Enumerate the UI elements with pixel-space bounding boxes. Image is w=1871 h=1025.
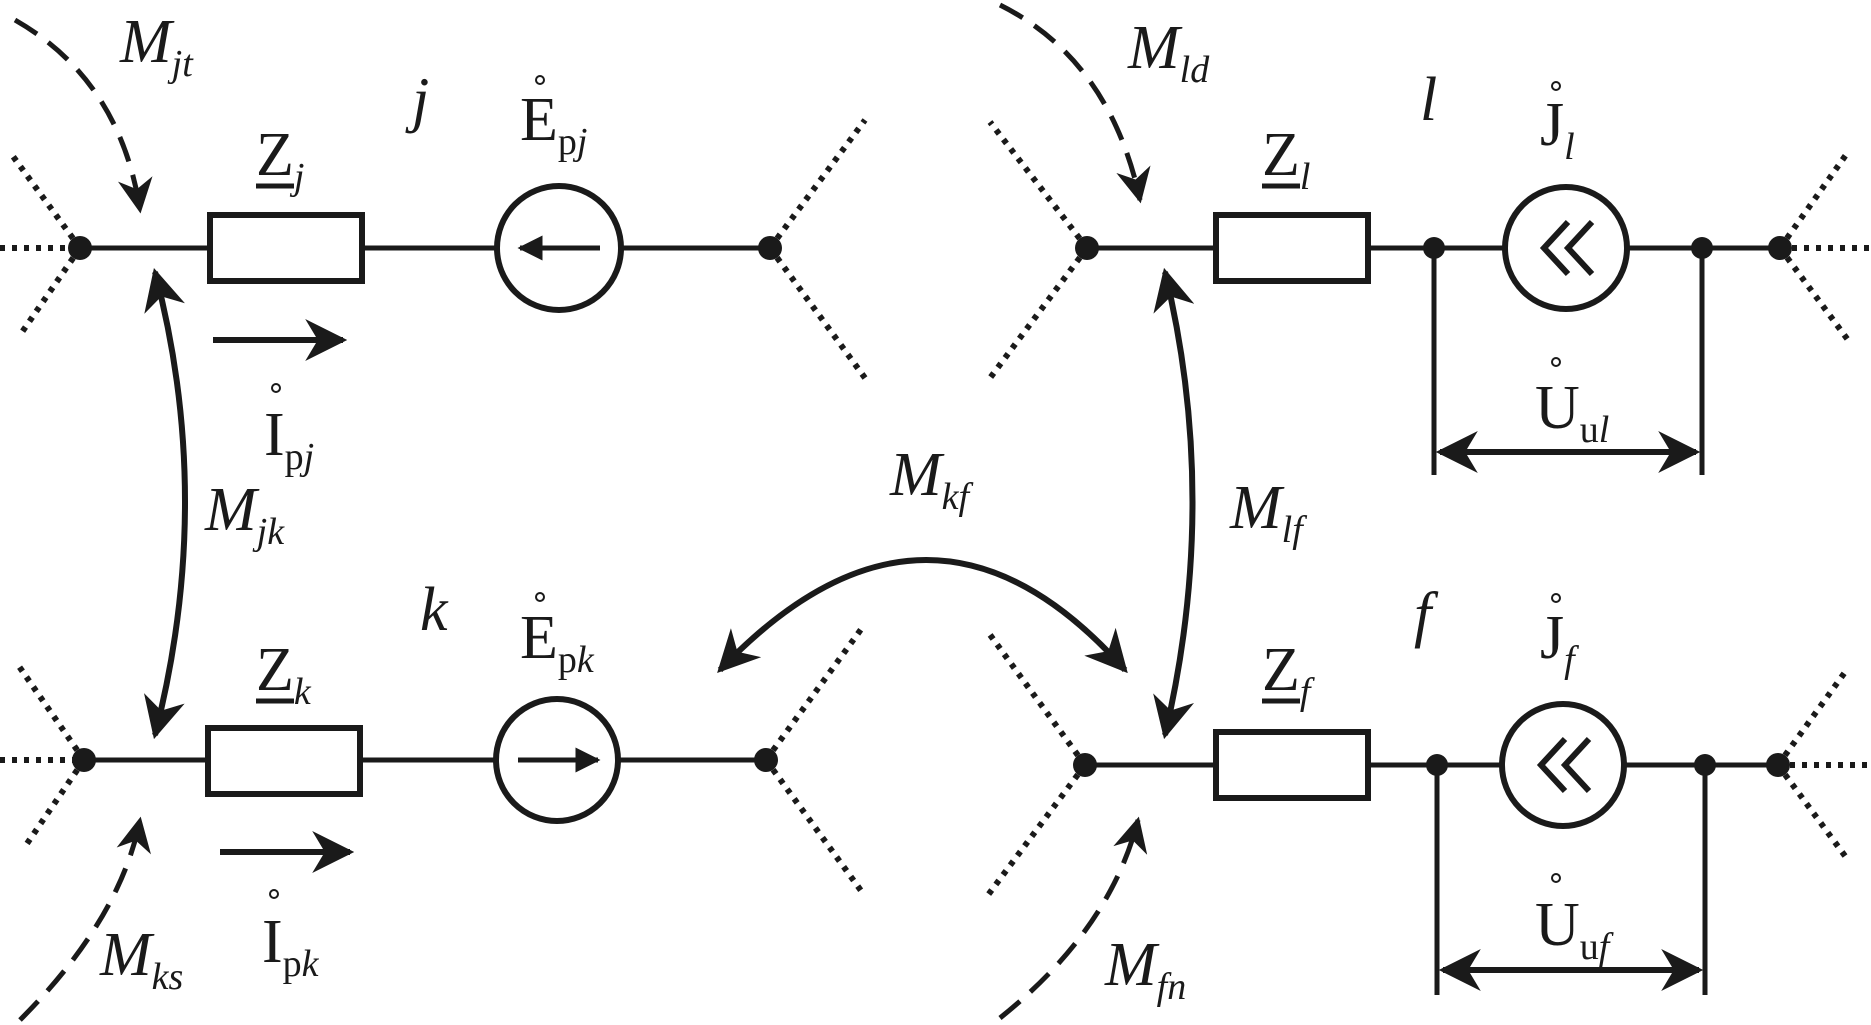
dotted-lead xyxy=(767,118,868,250)
node-dot xyxy=(1768,236,1792,260)
node-dot xyxy=(1075,236,1099,260)
dotted-lead xyxy=(987,120,1090,250)
node-dot xyxy=(68,236,92,260)
phasor-dot xyxy=(1551,81,1561,91)
dotted-lead xyxy=(763,758,865,894)
coupling-mks xyxy=(18,816,151,1022)
label-mfn: Mfn xyxy=(1104,931,1186,1008)
label-mjt: Mjt xyxy=(119,8,194,85)
dotted-lead xyxy=(17,246,83,337)
dotted-lead xyxy=(763,626,865,762)
double-chevron-icon xyxy=(1536,736,1592,794)
coupling-mlf xyxy=(1153,267,1196,740)
label-mks: Mks xyxy=(99,921,183,998)
impedance-zl xyxy=(1213,212,1371,284)
node-dot xyxy=(72,748,96,772)
branch-label-j: j xyxy=(405,66,429,134)
node-dot xyxy=(1766,753,1790,777)
coupling-mjk xyxy=(143,267,188,740)
dotted-lead xyxy=(1777,246,1851,342)
label-jf: Jf xyxy=(1540,604,1579,681)
label-ipk: Ipk xyxy=(262,908,320,985)
node-dot xyxy=(758,236,782,260)
impedance-zf xyxy=(1213,729,1371,801)
double-chevron-icon xyxy=(1539,219,1595,277)
phasor-dot xyxy=(271,383,281,393)
label-ipj: Ipj xyxy=(264,401,314,478)
dotted-lead xyxy=(1775,666,1851,767)
dotted-lead xyxy=(9,153,83,250)
label-mjk: Mjk xyxy=(204,476,285,553)
label-mlf: Mlf xyxy=(1229,474,1307,551)
dotted-lead xyxy=(1777,150,1851,250)
branch-label-l: l xyxy=(1420,66,1437,134)
label-mkf: Mkf xyxy=(889,441,974,518)
coupling-arrows xyxy=(13,2,1196,1022)
phasor-dot xyxy=(1551,873,1561,883)
label-zl: Zl xyxy=(1262,121,1310,198)
label-uuf: Uuf xyxy=(1535,891,1614,968)
coupling-mkf xyxy=(717,557,1128,674)
phasor-dot xyxy=(269,889,279,899)
phasor-dot xyxy=(535,75,545,85)
dotted-lead xyxy=(767,246,868,380)
label-mld: Mld xyxy=(1127,14,1210,91)
dotted-lead xyxy=(985,630,1088,767)
branch-k xyxy=(0,626,865,894)
coupling-mld xyxy=(998,2,1151,204)
branch-j xyxy=(0,118,868,380)
labels: Mjt Mld Mjk Mkf Mlf Mks Mfn Zj Zk Zl Zf … xyxy=(99,8,1614,1008)
branch-f xyxy=(985,630,1871,995)
dotted-lead xyxy=(1775,763,1851,862)
phasor-dot xyxy=(535,592,545,602)
dotted-lead xyxy=(21,758,87,850)
label-uul: Uul xyxy=(1535,374,1609,451)
coupling-mjt xyxy=(13,17,153,214)
phasor-dot xyxy=(1551,357,1561,367)
branch-label-k: k xyxy=(420,576,449,644)
label-zk: Zk xyxy=(256,636,312,713)
label-epk: Epk xyxy=(520,604,595,681)
branch-l xyxy=(987,120,1871,475)
coupling-mfn xyxy=(998,816,1148,1020)
impedance-zj xyxy=(207,212,365,284)
branch-label-f: f xyxy=(1414,581,1439,649)
label-epj: Epj xyxy=(520,86,587,163)
label-zf: Zf xyxy=(1262,636,1315,713)
dotted-lead xyxy=(987,246,1090,380)
phasor-dot xyxy=(1551,593,1561,603)
dotted-lead xyxy=(985,763,1088,897)
node-dot xyxy=(1073,753,1097,777)
dotted-lead xyxy=(13,660,87,762)
label-jl: Jl xyxy=(1540,91,1575,168)
impedance-zk xyxy=(205,725,363,797)
node-dot xyxy=(754,748,778,772)
